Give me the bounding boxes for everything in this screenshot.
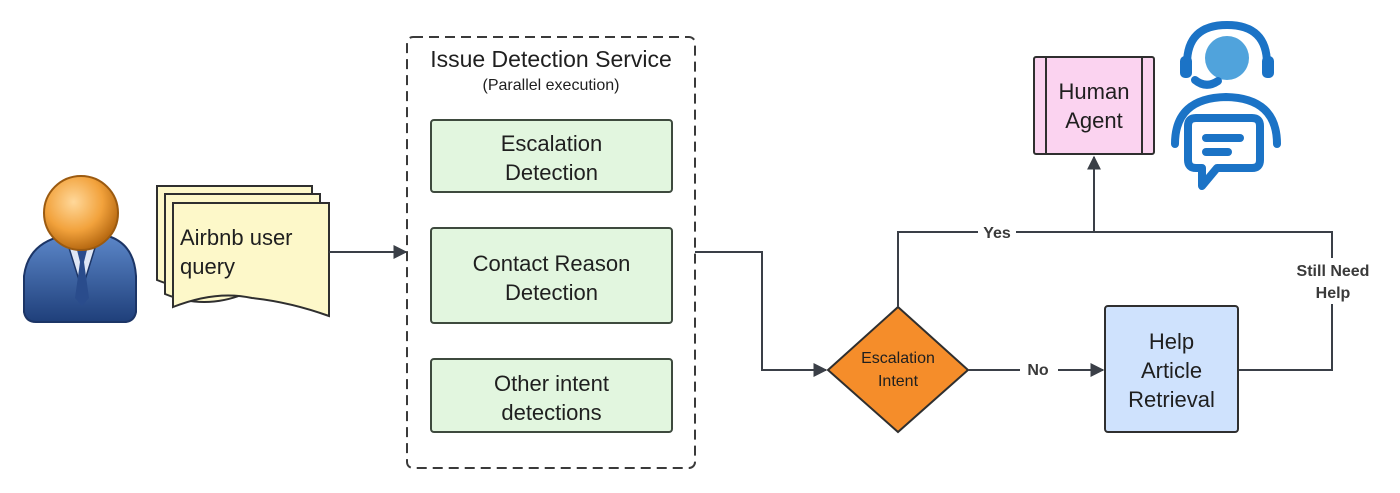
decision-line-2: Intent	[878, 373, 919, 390]
user-query-document: Airbnb user query	[156, 185, 330, 318]
human-agent-line-2: Agent	[1065, 108, 1123, 133]
detector-escalation-line-2: Detection	[505, 160, 598, 185]
escalation-intent-decision: Escalation Intent	[826, 305, 970, 434]
help-line-3: Retrieval	[1128, 387, 1215, 412]
edge-label-no: No	[1027, 362, 1049, 379]
detector-other-line-1: Other intent	[494, 371, 609, 396]
detector-contact-reason: Contact Reason Detection	[430, 227, 673, 324]
edge-label-yes: Yes	[983, 225, 1011, 242]
detector-contact-reason-line-2: Detection	[505, 280, 598, 305]
human-agent: Human Agent	[1033, 56, 1155, 155]
human-agent-line-1: Human	[1059, 79, 1130, 104]
arrow-service-to-decision	[695, 251, 828, 377]
user-avatar-icon	[23, 175, 137, 323]
query-line-2: query	[180, 254, 235, 279]
query-line-1: Airbnb user	[180, 225, 293, 250]
detector-other-line-2: detections	[501, 400, 601, 425]
help-line-1: Help	[1149, 329, 1194, 354]
service-subtitle: (Parallel execution)	[483, 77, 620, 94]
service-title: Issue Detection Service	[430, 46, 672, 72]
detector-escalation: Escalation Detection	[430, 119, 673, 193]
detector-other-intents: Other intent detections	[430, 358, 673, 433]
detector-escalation-line-1: Escalation	[501, 131, 603, 156]
edge-label-still-need-line-1: Still Need	[1297, 263, 1370, 280]
decision-line-1: Escalation	[861, 350, 935, 367]
edge-label-still-need-line-2: Help	[1316, 285, 1351, 302]
support-agent-headset-icon	[1171, 21, 1281, 190]
detector-contact-reason-line-1: Contact Reason	[473, 251, 631, 276]
help-line-2: Article	[1141, 358, 1202, 383]
issue-detection-service: Issue Detection Service (Parallel execut…	[406, 36, 696, 469]
connector-yes-and-loop	[897, 231, 1333, 371]
help-article-retrieval: Help Article Retrieval	[1104, 305, 1239, 433]
